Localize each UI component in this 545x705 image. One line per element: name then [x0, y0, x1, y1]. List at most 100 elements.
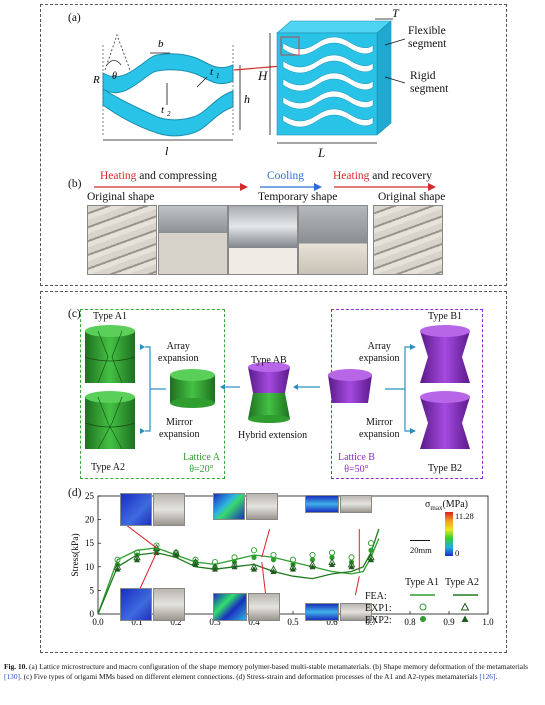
annotation-arrow	[261, 562, 267, 596]
photo-compress-2	[228, 205, 298, 275]
x-tick-label: 0.4	[248, 617, 260, 627]
flexible-line-1: Flexible	[408, 25, 446, 37]
figure-caption: Fig. 10. (a) Lattice microstructure and …	[4, 662, 541, 682]
type-b1-label: Type B1	[428, 311, 463, 322]
step1-colored: Heating	[100, 170, 137, 182]
step-heating-compress: Heating and compressing	[100, 170, 217, 182]
y-tick-label: 0	[90, 609, 95, 619]
colorbar	[445, 512, 453, 556]
series-type-a2-exp2	[114, 549, 374, 575]
type-b2-structure	[420, 391, 470, 449]
x-tick-label: 0.8	[404, 617, 416, 627]
photo-deform-5	[248, 593, 280, 621]
legend-exp1: EXP1:	[365, 603, 392, 614]
dim-t1-sub: 1	[216, 72, 220, 80]
lattice-b-name: Lattice B	[338, 452, 375, 463]
photo-deform-4	[153, 588, 185, 621]
legend-fea: FEA:	[365, 591, 387, 602]
y-tick-label: 25	[85, 491, 95, 501]
panel-b-label: (b)	[68, 178, 82, 190]
photo-deform-6	[340, 603, 372, 621]
panel-cd-frame	[40, 291, 507, 653]
data-point	[251, 554, 257, 560]
lattice-a-box	[80, 309, 225, 479]
step-cooling: Cooling	[267, 170, 305, 182]
legend-type-a1: Type A1	[405, 577, 440, 588]
dim-H: H	[258, 68, 268, 83]
photo-original-1	[87, 205, 157, 275]
legend-markers	[410, 594, 478, 622]
caption-fig: Fig. 10.	[4, 662, 28, 671]
array-left-2: expansion	[158, 353, 199, 364]
annotation-arrow	[261, 528, 271, 558]
panel-c-label: (c)	[68, 308, 81, 320]
rigid-line-1: Rigid	[410, 70, 436, 82]
colorbar-unit: (MPa)	[442, 499, 469, 510]
step-heating-recovery: Heating and recovery	[333, 170, 432, 182]
caption-ref-2[interactable]: [126]	[479, 672, 496, 681]
array-right-2: expansion	[359, 353, 400, 364]
x-tick-label: 0.1	[131, 617, 142, 627]
dim-h: h	[244, 92, 250, 106]
dim-b: b	[158, 38, 164, 50]
colorbar-sigma: σ	[425, 499, 431, 510]
dim-t2: t	[161, 104, 165, 116]
type-ab-structure	[248, 362, 290, 423]
shape-label-1: Original shape	[87, 191, 155, 203]
shape-label-3: Original shape	[378, 191, 446, 203]
dim-t1: t	[210, 66, 214, 78]
type-a2-label: Type A2	[91, 462, 126, 473]
dim-l: l	[165, 144, 169, 158]
step1-rest: and compressing	[136, 170, 217, 182]
step-arrows	[94, 183, 436, 191]
dim-T: T	[392, 6, 399, 20]
sim-image-3	[305, 495, 339, 513]
data-point	[329, 554, 335, 560]
caption-ref-1[interactable]: [130]	[4, 672, 21, 681]
data-point	[329, 561, 335, 567]
data-point	[134, 556, 140, 563]
hybrid-extension-label: Hybrid extension	[238, 430, 308, 441]
shape-label-2: Temporary shape	[258, 191, 338, 203]
data-point	[270, 568, 277, 575]
lattice-b-label: Lattice B θ=50°	[338, 452, 375, 476]
x-tick-label: 0.6	[326, 617, 338, 627]
data-point	[153, 549, 160, 556]
data-point	[290, 566, 296, 572]
panel-a-label: (a)	[68, 12, 81, 24]
caption-text-1: (a) Lattice microstructure and macro con…	[27, 662, 528, 671]
legend-type-a2: Type A2	[445, 577, 480, 588]
step3-colored: Heating	[333, 170, 370, 182]
lattice-b-angle: θ=50°	[344, 464, 369, 475]
scale-bar-line	[410, 540, 430, 541]
data-point	[114, 566, 121, 572]
data-point	[368, 556, 374, 563]
x-tick-label: 0.2	[170, 617, 181, 627]
step3-rest: and recovery	[369, 170, 432, 182]
mirror-right-1: Mirror	[365, 417, 393, 428]
type-a1-label: Type A1	[93, 311, 128, 322]
photo-original-2	[373, 205, 443, 275]
sim-image-2	[213, 493, 245, 520]
type-b2-label: Type B2	[428, 463, 463, 474]
photo-deform-1	[153, 493, 185, 526]
data-point	[309, 557, 316, 563]
colorbar-min: 0	[455, 548, 460, 558]
data-point	[250, 547, 258, 554]
x-tick-label: 0.9	[443, 617, 455, 627]
data-point	[192, 561, 199, 567]
type-a1-structure	[84, 325, 136, 384]
lattice-a-unit	[170, 369, 215, 408]
origami-structures	[84, 325, 470, 450]
sim-image-5	[213, 593, 247, 621]
caption-text-2: . (c) Five types of origami MMs based on…	[20, 672, 480, 681]
data-point	[270, 557, 277, 563]
lattice-block-3d	[269, 18, 406, 144]
data-point	[212, 566, 218, 572]
colorbar-sub: max	[430, 504, 443, 512]
rigid-segment-label: Rigid segment	[410, 70, 448, 96]
caption-text-3: .	[495, 672, 498, 681]
sim-image-6	[305, 603, 339, 621]
data-point	[348, 554, 355, 561]
array-left-1: Array	[166, 341, 190, 352]
